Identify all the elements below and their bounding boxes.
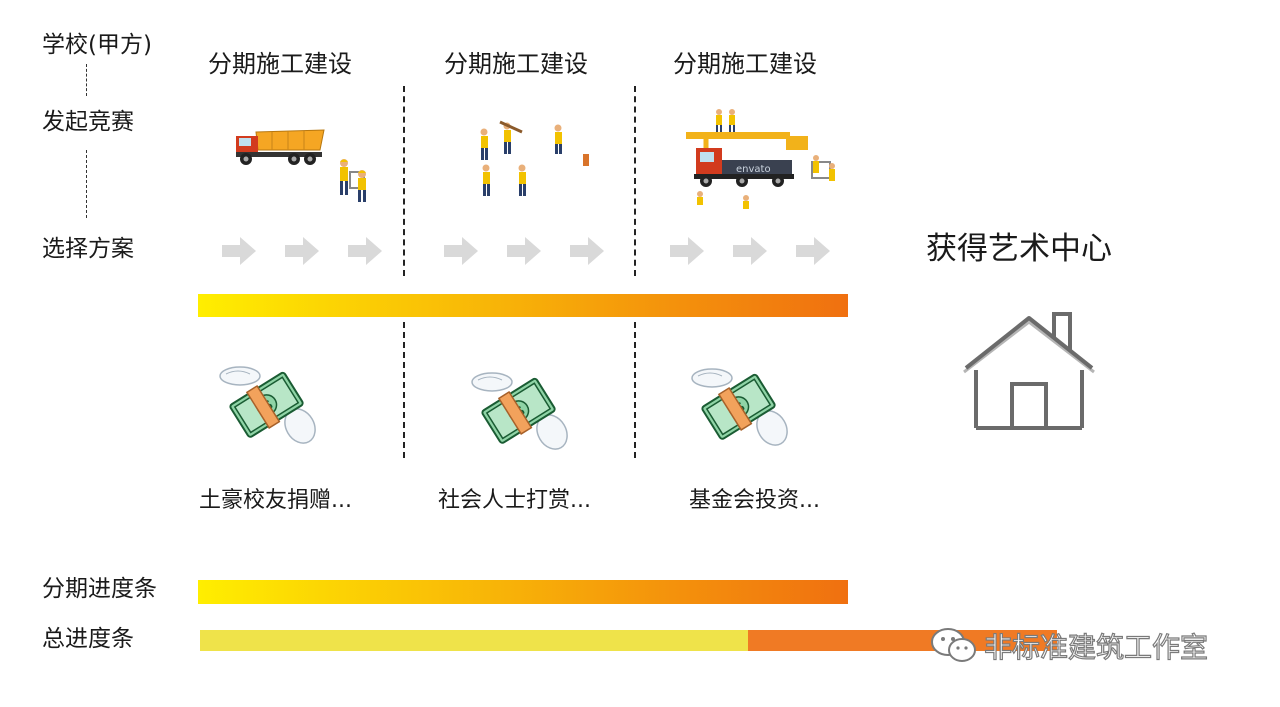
total-progress-fill (200, 630, 749, 651)
label-client: 学校(甲方) (42, 32, 152, 58)
phase-1-title: 分期施工建设 (208, 50, 352, 78)
wechat-icon (930, 626, 978, 666)
total-progress-bar (200, 630, 1057, 651)
phase-2-title: 分期施工建设 (444, 50, 588, 78)
crane-truck-icon: envato (682, 108, 842, 212)
dump-truck-icon (232, 128, 326, 168)
phase-progress-bar (198, 580, 848, 604)
arrow-right-icon (285, 237, 319, 265)
phase-separator (634, 322, 636, 458)
watermark-text: 非标准建筑工作室 (983, 630, 1209, 664)
phase-3-title: 分期施工建设 (673, 50, 817, 78)
flying-money-icon: $ (216, 360, 316, 446)
arrow-right-icon (507, 237, 541, 265)
phase-2-funding: 社会人士打赏... (438, 488, 591, 513)
phase-1-funding: 土豪校友捐赠... (199, 488, 352, 513)
worker-icon (470, 118, 595, 200)
connector-line (86, 64, 87, 96)
flying-money-icon: $ (468, 366, 568, 452)
arrow-right-icon (570, 237, 604, 265)
arrow-right-icon (796, 237, 830, 265)
arrow-right-icon (222, 237, 256, 265)
connector-line (86, 150, 87, 218)
phase-3-funding: 基金会投资... (689, 488, 820, 513)
watermark: 非标准建筑工作室 (930, 626, 1209, 666)
phase-progress-bar-top (198, 294, 848, 317)
phase-separator (403, 322, 405, 458)
worker-icon (334, 158, 374, 204)
house-icon (962, 310, 1096, 430)
label-total-progress: 总进度条 (42, 626, 134, 652)
flying-money-icon: $ (688, 362, 788, 448)
arrow-right-icon (670, 237, 704, 265)
label-launch: 发起竞赛 (42, 109, 134, 135)
arrow-right-icon (444, 237, 478, 265)
arrow-right-icon (733, 237, 767, 265)
phase-separator (403, 86, 405, 276)
arrow-right-icon (348, 237, 382, 265)
goal-title: 获得艺术中心 (926, 231, 1112, 267)
svg-text:envato: envato (736, 164, 771, 175)
phase-separator (634, 86, 636, 276)
label-choose: 选择方案 (42, 236, 134, 262)
label-phase-progress: 分期进度条 (42, 576, 157, 602)
